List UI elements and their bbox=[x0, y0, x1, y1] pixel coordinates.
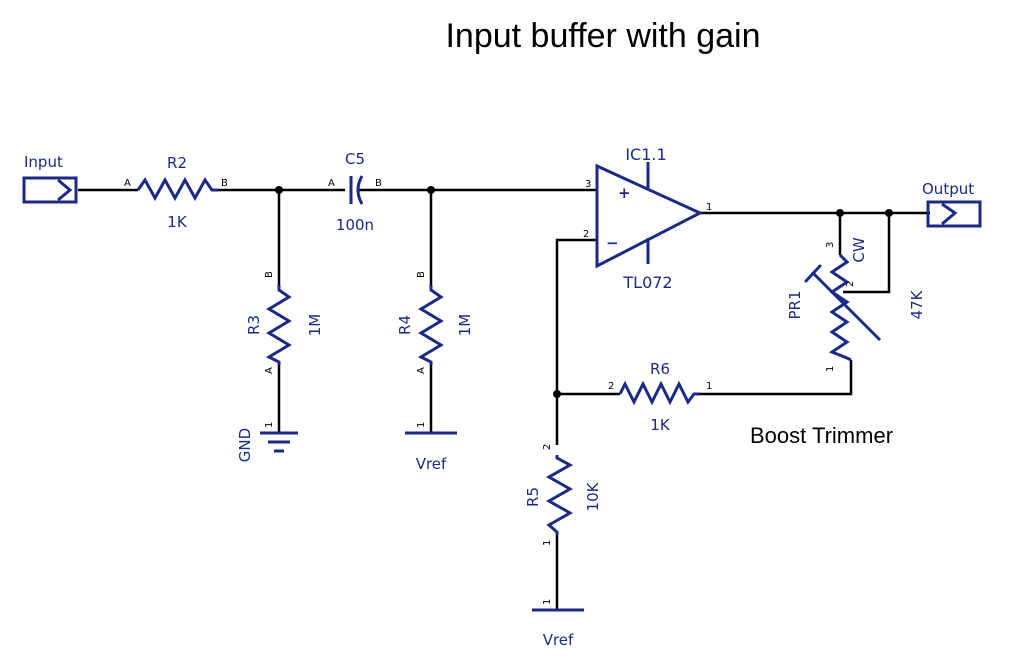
resistor-zigzag bbox=[618, 380, 700, 406]
resistor-r2[interactable]: R2 1K A B bbox=[124, 154, 228, 231]
vref-pin: 1 bbox=[416, 422, 427, 428]
boost-trimmer-note: Boost Trimmer bbox=[750, 423, 893, 448]
junction-dot bbox=[836, 209, 844, 217]
r3-value: 1M bbox=[306, 314, 324, 337]
output-arrow-icon bbox=[941, 202, 958, 226]
r6-value: 1K bbox=[650, 416, 671, 434]
r3-pin-b: B bbox=[264, 271, 275, 278]
resistor-r3[interactable]: R3 1M B A bbox=[245, 271, 324, 374]
junction-dot bbox=[275, 186, 283, 194]
input-port[interactable]: Input bbox=[22, 153, 78, 204]
diagram-title: Input buffer with gain bbox=[445, 17, 760, 55]
c5-pin-b: B bbox=[375, 178, 382, 189]
pr1-pin-1: 1 bbox=[825, 366, 836, 372]
resistor-zigzag bbox=[417, 285, 444, 365]
output-port-box bbox=[926, 200, 982, 228]
opamp-value: TL072 bbox=[622, 273, 672, 292]
opamp-ref: IC1.1 bbox=[625, 145, 666, 164]
resistor-zigzag bbox=[545, 455, 574, 535]
c5-pin-a: A bbox=[328, 178, 335, 189]
opamp-pin-plus: 3 bbox=[585, 179, 591, 190]
junction-dot bbox=[553, 390, 561, 398]
pr1-pin-3: 3 bbox=[825, 242, 836, 248]
input-arrow-icon bbox=[57, 178, 73, 202]
vref-label: Vref bbox=[543, 631, 574, 649]
r6-pin-1: 1 bbox=[706, 381, 712, 392]
resistor-r5[interactable]: R5 10K 2 1 bbox=[524, 444, 602, 546]
r4-pin-b: B bbox=[416, 271, 427, 278]
r6-ref: R6 bbox=[650, 360, 670, 378]
junction-dot bbox=[885, 209, 893, 217]
opamp-pin-minus: 2 bbox=[583, 229, 589, 240]
pr1-pin-2: 2 bbox=[845, 281, 856, 287]
trimmer-pr1[interactable]: PR1 47K CW 3 2 1 bbox=[786, 237, 926, 372]
vref-pin: 1 bbox=[542, 599, 553, 605]
r5-pin-2: 2 bbox=[542, 444, 553, 450]
ground-symbol: GND 1 bbox=[236, 422, 298, 462]
r5-pin-1: 1 bbox=[542, 540, 553, 546]
output-port[interactable]: Output bbox=[922, 180, 982, 228]
cap-plate-curved bbox=[356, 175, 364, 205]
c5-ref: C5 bbox=[345, 150, 365, 168]
resistor-r4[interactable]: R4 1M B A bbox=[396, 271, 474, 374]
r4-value: 1M bbox=[456, 314, 474, 337]
opamp-plus-sign: + bbox=[618, 184, 631, 202]
opamp-ic1[interactable]: + − IC1.1 TL072 3 2 1 bbox=[583, 145, 712, 292]
trimmer-wiper-arrow bbox=[810, 270, 882, 342]
wire-opamp-minus bbox=[555, 238, 596, 445]
opamp-minus-sign: − bbox=[606, 234, 619, 252]
r4-ref: R4 bbox=[396, 315, 414, 335]
r4-pin-a: A bbox=[416, 367, 427, 374]
pr1-cw-label: CW bbox=[850, 237, 868, 262]
junctions bbox=[275, 186, 893, 398]
r2-pin-a: A bbox=[124, 178, 131, 189]
gnd-pin: 1 bbox=[264, 422, 275, 428]
vref-symbol-2: Vref 1 bbox=[532, 599, 584, 649]
vref-label: Vref bbox=[416, 455, 447, 473]
input-port-box bbox=[22, 176, 78, 204]
r2-ref: R2 bbox=[167, 154, 187, 172]
trimmer-wiper-head bbox=[804, 264, 822, 283]
input-port-label: Input bbox=[24, 153, 63, 171]
resistor-zigzag bbox=[265, 285, 292, 365]
gnd-label: GND bbox=[236, 428, 254, 462]
resistor-zigzag bbox=[136, 176, 218, 202]
vref-symbol-1: Vref 1 bbox=[405, 422, 457, 473]
junction-dot bbox=[427, 186, 435, 194]
capacitor-c5[interactable]: C5 100n A B bbox=[328, 150, 382, 234]
pr1-value: 47K bbox=[908, 289, 926, 319]
r5-value: 10K bbox=[584, 481, 602, 511]
r2-value: 1K bbox=[167, 213, 188, 231]
resistor-r6[interactable]: R6 1K 2 1 bbox=[608, 360, 712, 434]
wire-wiper-loop bbox=[843, 213, 891, 294]
opamp-pin-out: 1 bbox=[706, 202, 712, 213]
r6-pin-2: 2 bbox=[608, 381, 614, 392]
r3-pin-a: A bbox=[264, 367, 275, 374]
wires bbox=[78, 188, 930, 610]
r3-ref: R3 bbox=[245, 315, 263, 335]
r5-ref: R5 bbox=[524, 487, 542, 507]
c5-value: 100n bbox=[336, 216, 374, 234]
wire-r6-pr1 bbox=[700, 360, 853, 396]
pr1-ref: PR1 bbox=[786, 290, 804, 319]
output-port-label: Output bbox=[922, 180, 974, 198]
trimmer-zigzag bbox=[828, 253, 852, 362]
r2-pin-b: B bbox=[221, 178, 228, 189]
